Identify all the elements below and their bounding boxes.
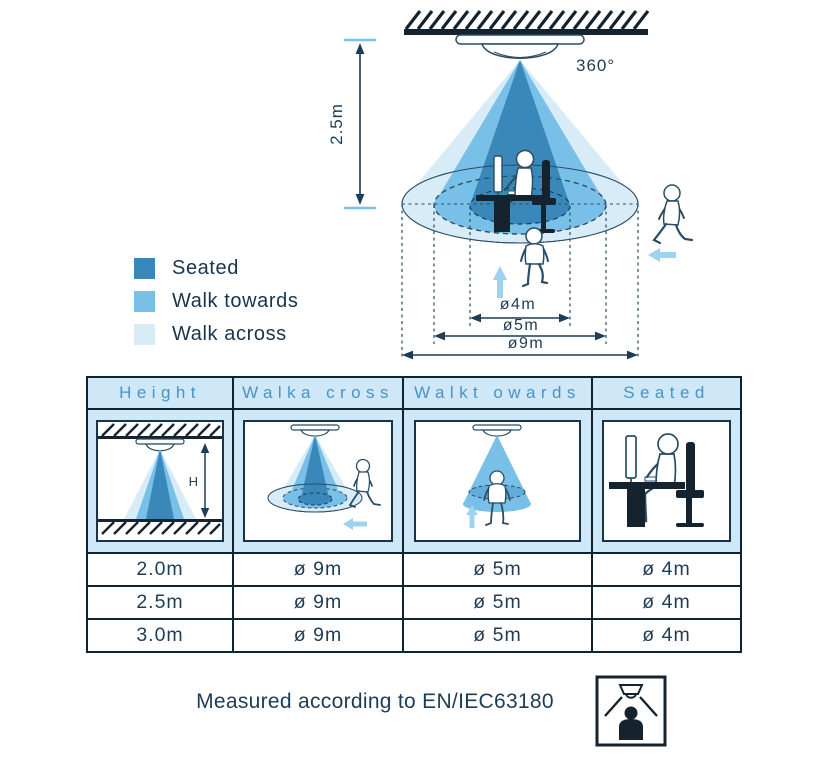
walk-across-person-figure: [652, 184, 694, 245]
walk-towards-illustration: [414, 420, 581, 542]
detection-range-table: Height Walka cross Walkt owards Seated: [86, 376, 742, 653]
legend-item-walk-towards: Walk towards: [134, 285, 299, 318]
svg-text:ø9m: ø9m: [508, 335, 545, 352]
table-header-height: Height: [88, 378, 232, 408]
ceiling: [404, 29, 648, 35]
cell-walk-across: ø 9m: [232, 587, 402, 618]
table-illustration-row: H: [88, 408, 740, 552]
legend-label-walk-towards: Walk towards: [172, 290, 299, 312]
walk-across-arrow: [648, 248, 676, 262]
cell-seated: ø 4m: [591, 554, 740, 585]
table-row: 2.5m ø 9m ø 5m ø 4m: [88, 585, 740, 618]
cell-walk-towards: ø 5m: [402, 587, 591, 618]
legend-item-walk-across: Walk across: [134, 318, 299, 351]
diameter-dimension-outer: ø9m: [402, 335, 638, 360]
cell-walk-towards: ø 5m: [402, 620, 591, 651]
detection-range-diagram: 360° 2.5m: [327, 10, 694, 360]
walk-towards-person-figure: [520, 227, 549, 288]
walk-across-illustration: [243, 420, 393, 542]
svg-text:ø5m: ø5m: [503, 317, 540, 334]
walking-person-mini: [348, 458, 381, 508]
illustration-cell-seated: [591, 410, 740, 552]
standard-note: Measured according to EN/IEC63180: [196, 690, 554, 713]
legend: Seated Walk towards Walk across: [134, 252, 299, 351]
svg-text:ø4m: ø4m: [500, 296, 537, 313]
cell-height: 2.5m: [88, 587, 232, 618]
walk-towards-arrow: [493, 266, 507, 298]
dimension-extension-lines: [401, 204, 639, 358]
legend-item-seated: Seated: [134, 252, 299, 285]
seated-person-figure: [476, 149, 556, 233]
cell-height: 3.0m: [88, 620, 232, 651]
table-header-seated: Seated: [591, 378, 740, 408]
cell-seated: ø 4m: [591, 587, 740, 618]
mount-height-label: 2.5m: [327, 103, 346, 145]
seated-illustration: [602, 420, 731, 542]
legend-swatch-walk-across: [134, 324, 155, 345]
legend-swatch-walk-towards: [134, 291, 155, 312]
sensor-person-icon: [595, 675, 667, 747]
table-header-row: Height Walka cross Walkt owards Seated: [88, 378, 740, 408]
table-header-walk-towards: Walkt owards: [402, 378, 591, 408]
diameter-dimension-middle: ø5m: [434, 317, 606, 341]
table-row: 3.0m ø 9m ø 5m ø 4m: [88, 618, 740, 651]
table-header-walk-across: Walka cross: [232, 378, 402, 408]
mount-height-dimension: 2.5m: [327, 38, 376, 210]
standing-person-mini: [483, 470, 511, 526]
illustration-cell-walk-towards: [402, 410, 591, 552]
ceiling-sensor-icon: [455, 34, 585, 59]
detection-standard-icon: [594, 674, 668, 753]
cell-height: 2.0m: [88, 554, 232, 585]
angle-label: 360°: [576, 56, 615, 75]
ceiling-hatch: [404, 10, 650, 30]
cell-seated: ø 4m: [591, 620, 740, 651]
cell-walk-across: ø 9m: [232, 620, 402, 651]
legend-swatch-seated: [134, 258, 155, 279]
diameter-dimension-inner: ø4m: [470, 296, 570, 323]
cell-walk-across: ø 9m: [232, 554, 402, 585]
illustration-cell-walk-across: [232, 410, 402, 552]
legend-label-seated: Seated: [172, 257, 239, 279]
cell-walk-towards: ø 5m: [402, 554, 591, 585]
height-illustration: H: [96, 420, 224, 542]
legend-label-walk-across: Walk across: [172, 323, 287, 345]
height-arrow-label: H: [189, 474, 198, 489]
table-row: 2.0m ø 9m ø 5m ø 4m: [88, 552, 740, 585]
illustration-cell-height: H: [88, 410, 232, 552]
